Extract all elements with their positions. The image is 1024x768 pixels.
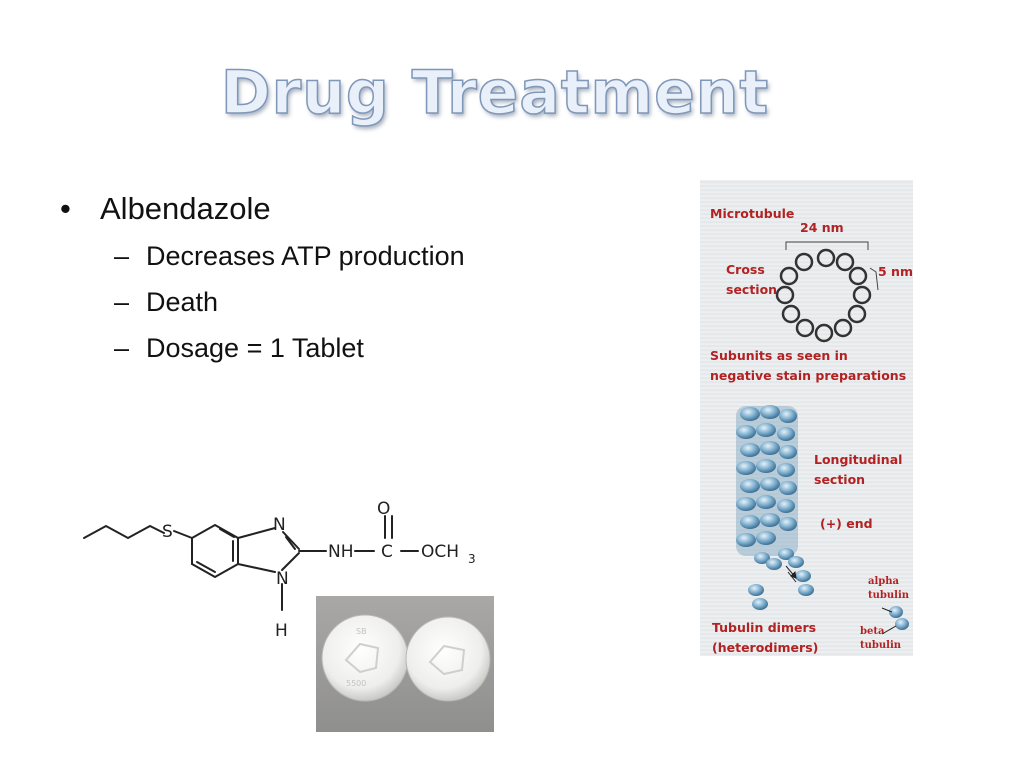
cross-section-ring	[775, 248, 872, 343]
dash-marker: –	[114, 241, 130, 271]
tablet-imprint: 5500	[346, 679, 366, 688]
plus-end-label: (+) end	[820, 516, 873, 531]
longitudinal-label: Longitudinal	[814, 452, 903, 467]
beta-tubulin-label: beta	[860, 626, 885, 637]
microtubule-label: Microtubule	[710, 206, 795, 221]
tablet	[405, 616, 491, 702]
longitudinal-label: section	[814, 472, 866, 487]
dash-marker: –	[114, 333, 130, 363]
methoxy-group: OCH	[421, 542, 459, 562]
nitrogen-atom: N	[273, 515, 286, 535]
tablet-photo: SB 5500	[316, 596, 494, 732]
tablet-imprint: SB	[356, 627, 367, 636]
sub-bullet-text: Decreases ATP production	[146, 241, 465, 271]
sub-bullet-text: Dosage = 1 Tablet	[146, 333, 364, 363]
amine-group: NH	[328, 542, 354, 562]
cross-section-label: Cross	[726, 262, 765, 277]
bullet-item: • Albendazole	[58, 188, 538, 230]
diameter-label: 24 nm	[800, 220, 844, 235]
bullet-list: • Albendazole – Decreases ATP production…	[58, 188, 538, 368]
sub-bullet-text: Death	[146, 287, 219, 317]
sulfur-atom: S	[162, 522, 173, 542]
sub-bullet-item: – Death	[58, 282, 538, 322]
tubulin-dimers	[748, 548, 909, 630]
cross-section-label: section	[726, 282, 778, 297]
tubulin-dimers-label: (heterodimers)	[712, 640, 819, 655]
carbon-atom: C	[381, 542, 393, 562]
bullet-text: Albendazole	[100, 191, 271, 226]
bullet-dot: •	[60, 191, 71, 226]
subunit-size-label: 5 nm	[878, 264, 913, 279]
microtubule-illustration	[736, 241, 909, 635]
subscript-three: 3	[468, 552, 476, 566]
slide-title: Drug Treatment	[220, 57, 770, 129]
sub-bullet-item: – Dosage = 1 Tablet	[58, 328, 538, 368]
alpha-tubulin-label: tubulin	[868, 590, 910, 601]
tablet-illustration: SB 5500	[321, 614, 491, 702]
oxygen-atom: O	[377, 499, 390, 519]
beta-tubulin-label: tubulin	[860, 640, 902, 651]
tubulin-dimers-label: Tubulin dimers	[712, 620, 817, 635]
sub-bullet-item: – Decreases ATP production	[58, 236, 538, 276]
nitrogen-atom: N	[276, 569, 289, 589]
subunits-label: Subunits as seen in	[710, 348, 848, 363]
microtubule-diagram: Microtubule 24 nm Cross section 5 nm Sub…	[700, 180, 913, 656]
albendazole-structure: S N N H NH O C OCH 3	[83, 499, 476, 641]
longitudinal-section	[736, 405, 798, 556]
dash-marker: –	[114, 287, 130, 317]
alpha-tubulin-label: alpha	[868, 576, 900, 587]
subunits-label: negative stain preparations	[710, 368, 907, 383]
hydrogen-atom: H	[275, 621, 288, 641]
